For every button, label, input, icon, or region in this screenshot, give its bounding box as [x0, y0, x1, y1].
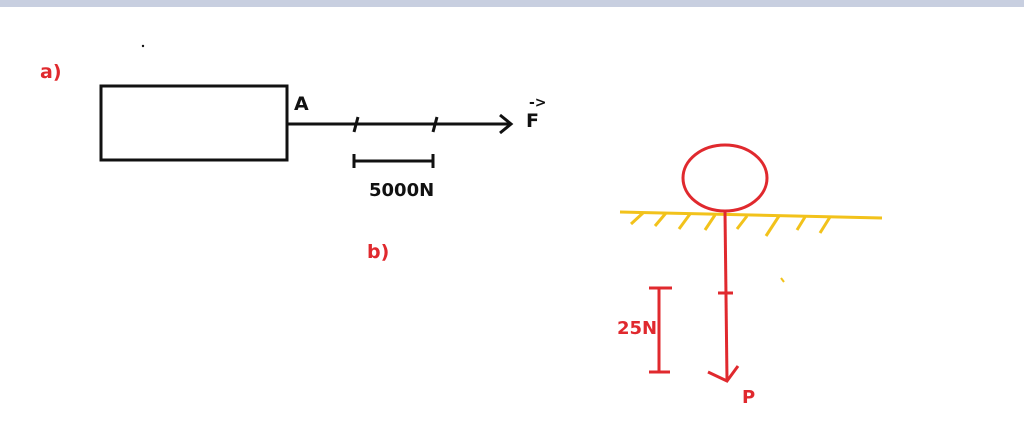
scale-b-label: 25N	[617, 318, 657, 339]
stray-mark	[780, 277, 785, 283]
force-f-vector-arrow: ->	[529, 95, 547, 111]
force-f-arrowhead	[499, 113, 514, 135]
force-f-tick-2	[431, 116, 439, 133]
ground-hatching	[629, 211, 832, 237]
stray-dot	[141, 44, 145, 48]
weight-p-label: P	[742, 387, 755, 408]
force-f-tick-1	[352, 116, 360, 133]
scale-a-label: 5000N	[369, 180, 434, 201]
block-rectangle	[99, 84, 289, 162]
ground-line	[619, 210, 883, 220]
ball-circle	[681, 143, 769, 213]
force-f-label: F	[526, 110, 539, 132]
part-a-label: a)	[40, 61, 62, 83]
weight-p-line	[723, 211, 729, 381]
top-bar	[0, 0, 1024, 7]
point-a-label: A	[294, 93, 309, 115]
part-b-label: b)	[367, 241, 389, 263]
weight-p-arrowhead	[707, 365, 740, 383]
